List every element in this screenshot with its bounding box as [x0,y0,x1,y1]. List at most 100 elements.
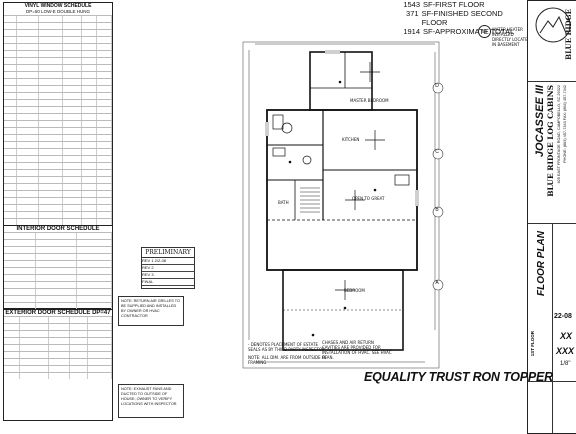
schedule-cell [63,212,82,218]
schedule-cell [4,100,18,106]
schedule-cell [63,177,82,183]
schedule-row [4,134,112,141]
schedule-row [4,365,113,372]
interior-door-rows [4,232,112,316]
schedule-cell [63,44,82,50]
schedule-cell [17,142,40,148]
schedule-cell [63,58,82,64]
schedule-cell [70,317,88,323]
schedule-cell [4,345,20,351]
title-block: BLUE RIDGE BLUE RIDGE LOG CABINS 625 EAS… [527,0,576,434]
schedule-cell [82,23,97,29]
area-label: SF-FIRST FLOOR [423,0,485,9]
schedule-cell [17,65,40,71]
schedule-cell [4,65,18,71]
schedule-cell [77,275,112,281]
schedule-cell [4,184,18,190]
schedule-cell [17,177,40,183]
interior-door-schedule-title: INTERIOR DOOR SCHEDULE [16,226,100,232]
schedule-row [4,71,112,78]
schedule-cell [39,205,64,211]
schedule-cell [82,100,97,106]
schedule-row [4,29,112,36]
schedule-cell [4,135,18,141]
schedule-cell [17,16,40,22]
schedule-cell [82,205,97,211]
schedule-cell [4,317,20,323]
schedule-cell [4,233,36,239]
schedule-cell [17,23,40,29]
schedule-cell [39,37,64,43]
sheet-scale: 1/8" [560,361,571,367]
schedule-cell [63,184,82,190]
schedule-row [4,239,112,246]
company-phone: PHONE: (864) 457-7343 FAX: (864) 457-734… [563,85,567,163]
schedule-cell [77,282,112,288]
schedule-cell [82,107,97,113]
schedule-cell [82,44,97,50]
area-value: 1543 [403,0,420,9]
schedule-cell [77,240,112,246]
schedule-cell [4,86,18,92]
schedule-cell [39,93,64,99]
schedule-cell [63,156,82,162]
schedule-cell [82,198,97,204]
schedule-cell [63,219,82,225]
schedule-cell [36,303,77,309]
schedule-cell [63,93,82,99]
schedule-cell [4,296,36,302]
schedule-cell [17,30,40,36]
preliminary-row: REV 1 2/2-08 [142,258,194,265]
schedule-cell [4,324,20,330]
schedule-cell [20,317,50,323]
schedule-cell [4,44,18,50]
schedule-row [4,176,112,183]
schedule-cell [97,65,112,71]
schedule-cell [97,93,112,99]
schedule-cell [82,163,97,169]
schedule-cell [4,79,18,85]
schedule-cell [39,163,64,169]
schedule-cell [39,79,64,85]
schedule-cell [17,205,40,211]
floor-plan [242,41,444,369]
schedule-cell [4,219,18,225]
schedule-row [4,253,112,260]
schedule-cell [63,135,82,141]
schedule-cell [97,163,112,169]
schedule-cell [4,107,18,113]
schedule-cell [4,366,20,372]
schedule-cell [39,72,64,78]
area-label: SF-FINISHED SECOND FLOOR [421,9,503,27]
schedule-cell [49,366,71,372]
schedule-cell [4,254,36,260]
schedule-cell [88,352,113,358]
area-value: 371 [406,9,419,18]
schedule-cell [82,65,97,71]
schedule-cell [82,37,97,43]
schedule-cell [63,23,82,29]
schedule-cell [63,30,82,36]
schedule-cell [97,156,112,162]
schedule-cell [97,107,112,113]
schedule-cell [97,198,112,204]
schedule-cell [4,121,18,127]
schedule-cell [49,359,71,365]
schedule-cell [63,142,82,148]
schedule-cell [36,247,77,253]
schedule-cell [97,121,112,127]
schedule-cell [4,30,18,36]
schedule-cell [17,135,40,141]
schedule-row [4,358,113,365]
schedule-cell [88,331,113,337]
window-schedule: VINYL WINDOW SCHEDULE DP=50 LOW-E DOUBLE… [3,2,113,267]
schedule-cell [63,163,82,169]
schedule-cell [4,114,18,120]
schedule-row [4,323,113,330]
schedule-cell [17,72,40,78]
schedule-cell [39,86,64,92]
schedule-cell [39,107,64,113]
